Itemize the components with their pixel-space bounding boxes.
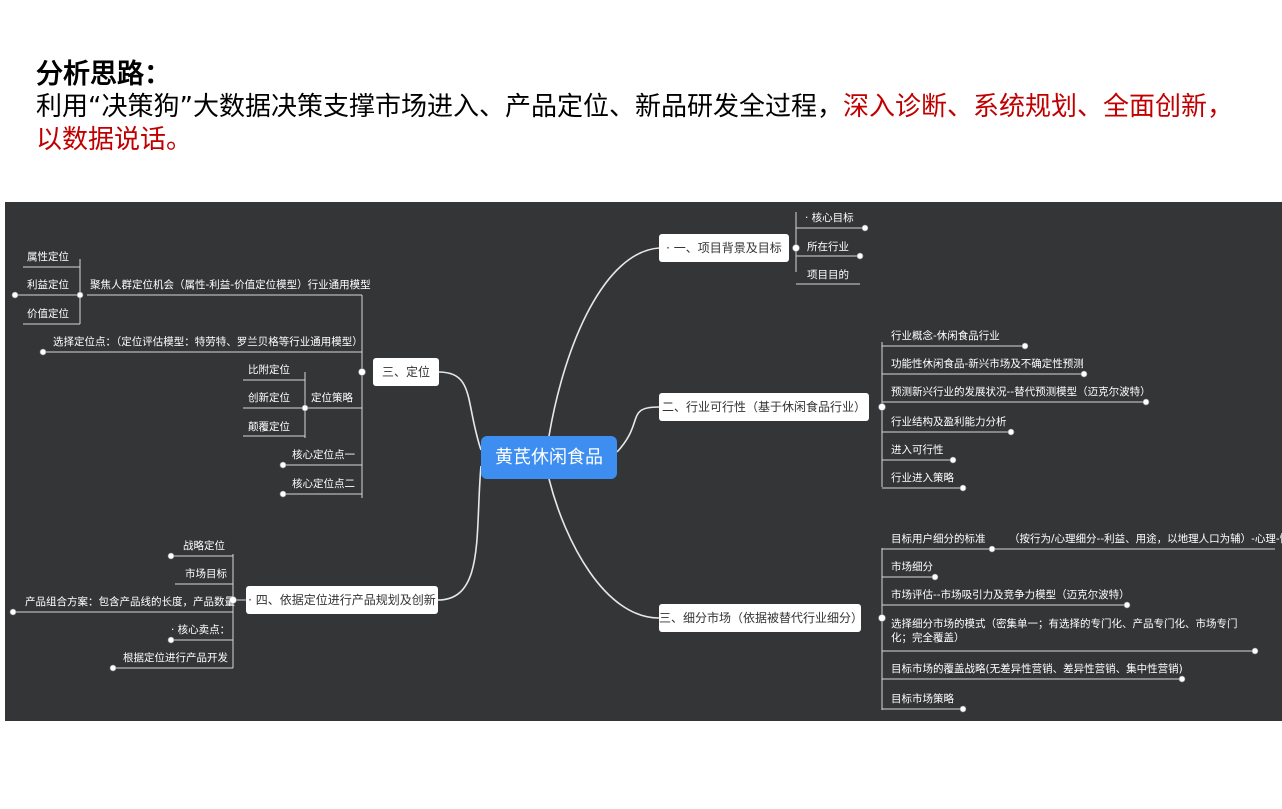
leaf-segment-standard-detail[interactable]: （按行为/心理细分--利益、用途，以地理人口为辅）-心理-情感	[1009, 533, 1282, 545]
leaf-product-development[interactable]: 根据定位进行产品开发	[123, 652, 228, 664]
leaf-industry[interactable]: 所在行业	[807, 241, 849, 253]
header-title: 分析思路：	[36, 59, 171, 90]
leaf-strategic-positioning[interactable]: 战略定位	[183, 540, 225, 552]
branch-positioning[interactable]: 三、定位	[373, 358, 439, 386]
leaf-innovative-positioning[interactable]: 创新定位	[248, 392, 290, 404]
leaf-segment-pattern[interactable]: 选择细分市场的模式（密集单一；有选择的专门化、产品专门化、市场专门化；完全覆盖）	[891, 618, 1238, 644]
leaf-benefit-positioning[interactable]: 利益定位	[27, 279, 69, 291]
leaf-attribute-positioning[interactable]: 属性定位	[27, 251, 69, 263]
mindmap-center-node[interactable]: 黄芪休闲食品	[481, 436, 617, 479]
leaf-segment-standard[interactable]: 目标用户细分的标准	[891, 533, 986, 545]
leaf-comparative-positioning[interactable]: 比附定位	[248, 364, 290, 376]
leaf-project-purpose[interactable]: 项目目的	[807, 269, 849, 281]
leaf-positioning-strategy[interactable]: 定位策略	[311, 392, 353, 404]
mindmap-connectors	[9, 212, 1275, 713]
leaf-target-strategy[interactable]: 目标市场策略	[891, 693, 954, 705]
leaf-focus-group-positioning[interactable]: 聚焦人群定位机会（属性-利益-价值定位模型）行业通用模型	[90, 279, 371, 291]
leaf-coverage-strategy[interactable]: 目标市场的覆盖战略(无差异性营销、差异性营销、集中性营销)	[891, 663, 1183, 675]
leaf-value-positioning[interactable]: 价值定位	[27, 308, 69, 320]
leaf-product-mix[interactable]: 产品组合方案：包含产品线的长度，产品数量	[25, 596, 235, 608]
header-body-highlight: 深入诊断、系统规划、全面创新，以数据说话。	[36, 92, 1233, 155]
leaf-market-segment[interactable]: 市场细分	[891, 561, 933, 573]
leaf-core-goal[interactable]: · 核心目标	[805, 212, 854, 224]
mindmap-canvas: 黄芪休闲食品 · 一、项目背景及目标 二、行业可行性（基于休闲食品行业） 三、细…	[5, 202, 1282, 721]
branch-product-planning[interactable]: · 四、依据定位进行产品规划及创新	[246, 586, 438, 614]
header: 分析思路： 利用“决策狗”大数据决策支撑市场进入、产品定位、新品研发全过程，深入…	[36, 58, 1256, 157]
branch-project-background[interactable]: · 一、项目背景及目标	[659, 234, 789, 262]
branch-industry-feasibility[interactable]: 二、行业可行性（基于休闲食品行业）	[659, 393, 869, 421]
header-body: 利用“决策狗”大数据决策支撑市场进入、产品定位、新品研发全过程，深入诊断、系统规…	[36, 91, 1256, 157]
leaf-industry-concept[interactable]: 行业概念-休闲食品行业	[891, 330, 1000, 342]
leaf-market-evaluation[interactable]: 市场评估--市场吸引力及竞争力模型（迈克尔波特）	[891, 589, 1130, 601]
header-body-prefix: 利用“决策狗”大数据决策支撑市场进入、产品定位、新品研发全过程，	[36, 92, 843, 122]
leaf-choose-position-point[interactable]: 选择定位点：（定位评估模型：特劳特、罗兰贝格等行业通用模型）	[53, 336, 363, 348]
leaf-core-point-two[interactable]: 核心定位点二	[292, 478, 355, 490]
leaf-substitution-model[interactable]: 预测新兴行业的发展状况--替代预测模型（迈克尔波特）	[891, 386, 1151, 398]
leaf-industry-structure[interactable]: 行业结构及盈利能力分析	[891, 416, 1007, 428]
leaf-entry-feasibility[interactable]: 进入可行性	[891, 444, 944, 456]
branch-market-segmentation[interactable]: 三、细分市场（依据被替代行业细分）	[659, 604, 863, 632]
leaf-disruptive-positioning[interactable]: 颠覆定位	[248, 421, 290, 433]
leaf-core-point-one[interactable]: 核心定位点一	[292, 449, 355, 461]
leaf-functional-snack[interactable]: 功能性休闲食品-新兴市场及不确定性预测	[891, 358, 1084, 370]
leaf-entry-strategy[interactable]: 行业进入策略	[891, 472, 954, 484]
leaf-market-target[interactable]: 市场目标	[185, 568, 227, 580]
leaf-core-selling-point[interactable]: · 核心卖点：	[171, 624, 231, 636]
